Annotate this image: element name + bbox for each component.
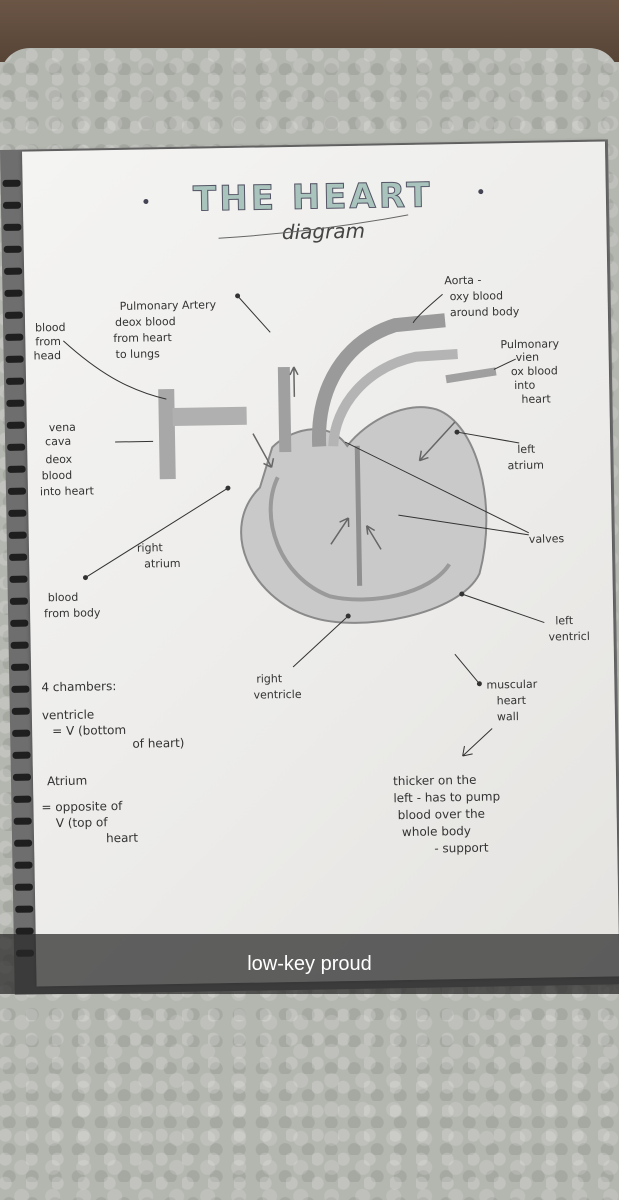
snap-caption-bar: low-key proud [0,934,619,994]
label-vena-cava: vena cava deox blood into heart [39,420,95,498]
sketch-page: THE HEART diagram [22,141,619,987]
label-aorta: Aorta - oxy blood around body [444,273,520,319]
label-muscular-wall: muscular heart wall [486,678,541,724]
label-left-atrium: left atrium [507,443,544,473]
page-title: THE HEART [193,175,433,219]
label-right-ventricle: right ventricle [253,672,302,702]
caption-text: low-key proud [247,952,372,975]
label-pulmonary-artery: Pulmonary Artery deox blood from heart t… [113,298,221,361]
label-blood-from-body: blood from body [44,590,101,620]
heart-illustration [158,313,497,624]
label-pulmonary-vein: Pulmonary vien ox blood into heart [500,337,563,406]
heart-drawing: THE HEART diagram [33,175,590,856]
label-valves: valves [529,532,565,546]
label-right-atrium: right atrium [137,541,181,571]
note-thicker-left: thicker on the left - has to pump blood … [393,772,505,856]
label-blood-from-head: blood from head [33,321,70,363]
sketchbook: THE HEART diagram [0,139,619,995]
label-left-ventricle: left ventricl [548,614,590,644]
note-chambers: 4 chambers: ventricle = V (bottom of hea… [39,678,190,847]
